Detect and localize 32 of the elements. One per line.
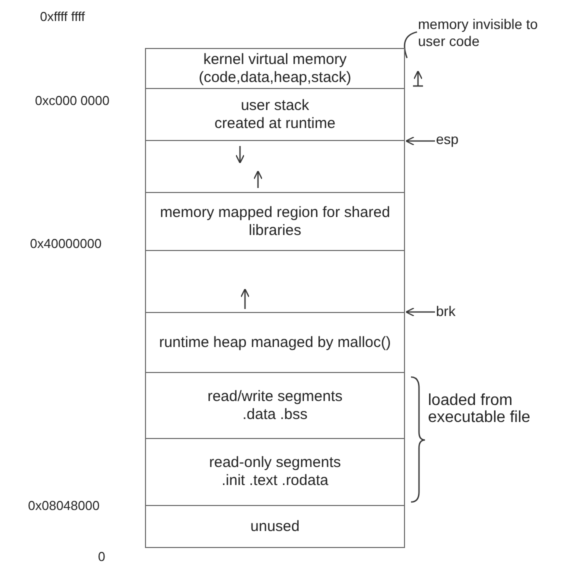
- segment-label: (code,data,heap,stack): [198, 68, 352, 86]
- segment-label: .init .text .rodata: [220, 472, 330, 490]
- segment-label: read-only segments: [208, 454, 342, 472]
- leader-line: [404, 31, 418, 58]
- pointer-label: brk: [436, 303, 476, 320]
- free-memory-segment: [145, 140, 405, 193]
- pointer-label: esp: [436, 131, 476, 148]
- address-label: 0xffff ffff: [40, 8, 86, 25]
- pointer-label: memory invisible to user code: [418, 16, 563, 50]
- memory-segment: [145, 505, 405, 548]
- segment-label: unused: [249, 518, 301, 536]
- segment-label: created at runtime: [214, 114, 336, 132]
- segment-label: runtime heap managed by malloc(): [158, 334, 392, 352]
- address-label: 0x08048000: [28, 497, 101, 514]
- segment-label: user stack: [240, 96, 310, 114]
- pointer-arrow: [405, 307, 435, 317]
- address-label: 0: [98, 548, 106, 564]
- segment-label: read/write segments: [206, 388, 344, 406]
- memory-segment: [145, 372, 405, 439]
- memory-segment: [145, 312, 405, 373]
- address-label: 0x40000000: [30, 235, 103, 252]
- segment-label: .data .bss: [241, 406, 309, 424]
- pointer-arrow: [405, 136, 435, 146]
- free-memory-segment: [145, 250, 405, 313]
- annotation-text: loaded from executable file: [428, 392, 532, 426]
- memory-segment: [145, 48, 405, 89]
- memory-segment: [145, 192, 405, 251]
- segment-label: kernel virtual memory: [202, 50, 348, 68]
- address-label: 0xc000 0000: [35, 92, 110, 109]
- memory-segment: [145, 438, 405, 506]
- segment-label: memory mapped region for shared libraries: [158, 204, 392, 240]
- memory-segment: [145, 88, 405, 141]
